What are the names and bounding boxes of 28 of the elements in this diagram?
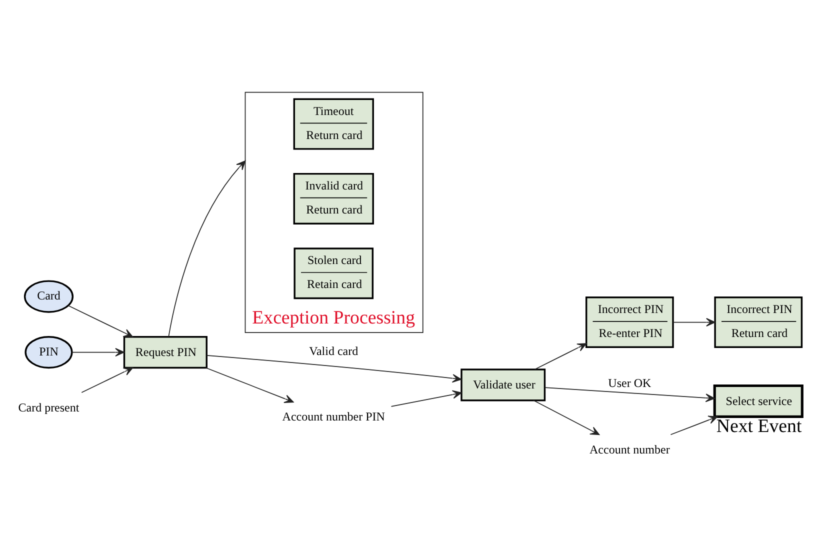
arrow xyxy=(206,355,462,383)
node-ellipse: PIN xyxy=(24,336,73,369)
arrow xyxy=(205,367,294,403)
arrow xyxy=(390,390,462,407)
node-text: Account number PIN xyxy=(282,410,385,424)
node-box: Select service xyxy=(713,384,804,418)
node-box: Validate user xyxy=(460,368,546,402)
node-box: Incorrect PIN Re-enter PIN xyxy=(585,296,674,348)
node-box: Stolen card Retain card xyxy=(294,248,374,300)
edge-label: Valid card xyxy=(309,344,358,358)
arrow xyxy=(533,400,600,436)
node-box: Invalid card Return card xyxy=(293,172,374,224)
node-box: Incorrect PIN Return card xyxy=(714,296,803,348)
node-ellipse: Card xyxy=(24,280,74,313)
arrow xyxy=(670,416,718,436)
arrow xyxy=(672,318,716,327)
node-box: Timeout Return card xyxy=(293,98,374,150)
arrow xyxy=(534,343,587,370)
arrow xyxy=(544,387,715,402)
node-label: Next Event xyxy=(716,416,802,437)
edge-label: User OK xyxy=(608,376,652,390)
arrow xyxy=(72,348,124,357)
arrow xyxy=(68,305,134,338)
arrow xyxy=(81,367,134,393)
node-box: Request PIN xyxy=(123,336,208,369)
node-text: Account number xyxy=(590,442,670,456)
node-text: Card present xyxy=(18,400,80,414)
arrow xyxy=(168,160,246,338)
